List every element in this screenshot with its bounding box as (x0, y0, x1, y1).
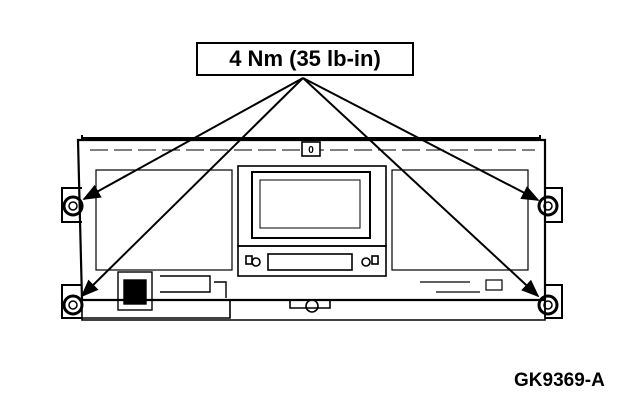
fasteners (62, 195, 559, 316)
mounting-ears (61, 187, 563, 319)
lower-left-details (117, 271, 227, 311)
fastener-top-left (62, 195, 84, 217)
fastener-bottom-right (537, 294, 559, 316)
fastener-top-right (537, 195, 559, 217)
center-tab-hole (305, 299, 319, 313)
figure-id: GK9369-A (514, 370, 605, 391)
lower-right-details (420, 279, 503, 301)
arrow-bottom-left (80, 77, 304, 298)
panel-mark-text: 0 (308, 145, 314, 156)
panel-mark-box (301, 141, 321, 157)
arrow-bottom-right (302, 77, 540, 298)
center-connector (237, 245, 387, 277)
arrow-top-right (302, 77, 540, 201)
arrow-top-left (82, 77, 304, 200)
fastener-bottom-left (62, 294, 84, 316)
torque-spec-text: 4 Nm (35 lb-in) (229, 46, 381, 71)
torque-spec-callout: 4 Nm (35 lb-in) (196, 42, 414, 76)
callout-arrows (80, 77, 540, 298)
